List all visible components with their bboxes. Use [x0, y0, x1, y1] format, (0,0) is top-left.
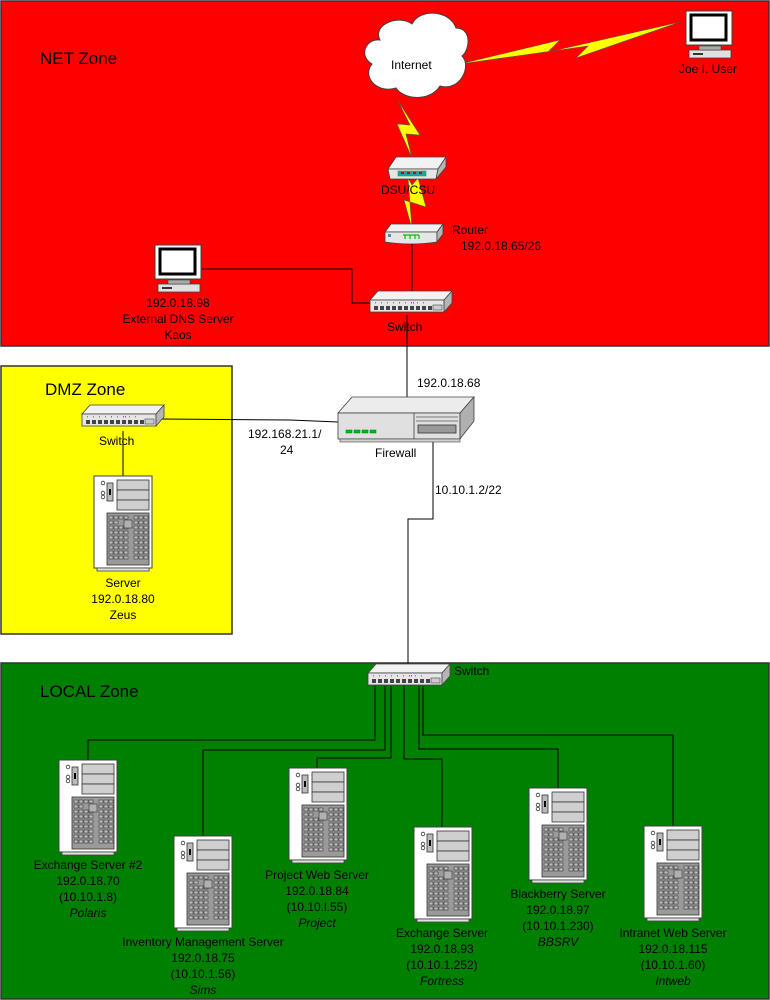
server-internal-ip: (10.10.1.8)	[59, 890, 117, 904]
server-ip: 192.0.18.70	[56, 874, 120, 888]
local-switch-label: Switch	[454, 664, 489, 678]
dmz-server-tower	[93, 475, 153, 572]
link-firewall-local-switch	[407, 442, 434, 664]
server-label: Project Web Server	[265, 868, 369, 882]
dsu-csu-device	[387, 155, 447, 180]
router-ip: 192.0.18.65/26	[461, 239, 541, 253]
link-switch-project	[316, 686, 392, 768]
server-intranet-web: Intranet Web Server 192.0.18.115 (10.10.…	[619, 825, 727, 988]
dmz-zone-title: DMZ Zone	[45, 380, 125, 399]
router-label: Router	[452, 223, 488, 237]
server-tower-icon	[173, 835, 233, 932]
firewall-label: Firewall	[375, 446, 416, 460]
firewall-device	[337, 395, 475, 443]
server-inventory: Inventory Management Server 192.0.18.75 …	[122, 835, 284, 997]
link-switch-inventory	[202, 686, 386, 836]
server-internal-ip: (10.10.1.60)	[641, 958, 706, 972]
dmz-server-ip: 192.0.18.80	[91, 592, 155, 606]
dsu-csu-label: DSU/CSU	[381, 183, 435, 197]
server-hostname: Intweb	[655, 974, 691, 988]
local-zone-title: LOCAL Zone	[40, 682, 139, 701]
server-internal-ip: (10.10.1.230)	[522, 919, 593, 933]
link-dns-switch	[202, 268, 372, 304]
link-switch-intranet	[422, 686, 674, 826]
connection-lines	[87, 244, 674, 836]
net-switch-label: Switch	[387, 320, 422, 334]
firewall-ip-dmz-1: 192.168.21.1/	[248, 427, 322, 441]
link-switch-blackberry	[418, 686, 559, 788]
net-switch-device	[369, 290, 453, 313]
server-ip: 192.0.18.93	[410, 942, 474, 956]
server-tower-icon	[58, 759, 118, 856]
server-ip: 192.0.18.84	[285, 884, 349, 898]
server-project-web: Project Web Server 192.0.18.84 (10.10.l.…	[265, 767, 369, 930]
local-switch-device	[367, 663, 451, 686]
dns-server-label: External DNS Server	[122, 312, 233, 326]
dmz-switch-device	[81, 404, 165, 427]
dmz-server-label: Server	[105, 576, 140, 590]
server-internal-ip: (10.10.l.55)	[287, 900, 348, 914]
server-exchange: Exchange Server 192.0.18.93 (10.10.1.252…	[396, 826, 488, 988]
server-blackberry: Blackberry Server 192.0.18.97 (10.10.1.2…	[510, 787, 606, 949]
dmz-switch-label: Switch	[99, 434, 134, 448]
net-zone-title: NET Zone	[40, 49, 117, 68]
firewall-ip-local: 10.10.1.2/22	[435, 483, 502, 497]
server-tower-icon	[288, 767, 348, 864]
server-hostname: Project	[298, 916, 336, 930]
link-switch-exchange2	[87, 686, 376, 760]
link-switch-exchange	[403, 686, 443, 827]
internet-label: Internet	[391, 58, 432, 72]
remote-user-label: Joe I. User	[679, 62, 737, 76]
server-internal-ip: (10.10.1.252)	[406, 958, 477, 972]
server-hostname: Sims	[190, 983, 217, 997]
dns-server-hostname: Kaos	[164, 328, 191, 342]
server-tower-icon	[413, 826, 473, 923]
server-hostname: BBSRV	[538, 935, 579, 949]
dns-server-ip: 192.0.18.98	[146, 296, 210, 310]
lightning-internet-user	[459, 21, 681, 65]
firewall-ip-dmz-2: 24	[280, 443, 294, 457]
server-label: Inventory Management Server	[122, 935, 283, 949]
server-hostname: Polaris	[70, 906, 107, 920]
server-tower-icon	[528, 787, 588, 884]
server-exchange-2: Exchange Server #2 192.0.18.70 (10.10.1.…	[34, 759, 143, 920]
server-ip: 192.0.18.115	[638, 942, 708, 956]
server-ip: 192.0.18.75	[171, 951, 235, 965]
link-firewall-dmz-switch	[159, 418, 339, 423]
server-label: Exchange Server	[396, 926, 488, 940]
server-label: Intranet Web Server	[619, 926, 726, 940]
internet-cloud: Internet	[364, 12, 469, 98]
dns-server-workstation	[153, 243, 203, 294]
remote-user-workstation	[684, 9, 734, 60]
server-label: Blackberry Server	[510, 887, 605, 901]
router-device	[384, 222, 444, 245]
server-ip: 192.0.18.97	[526, 903, 590, 917]
server-hostname: Fortress	[420, 974, 464, 988]
firewall-ip-net: 192.0.18.68	[417, 376, 481, 390]
dmz-server-hostname: Zeus	[110, 608, 137, 622]
server-internal-ip: (10.10.1.56)	[171, 967, 236, 981]
server-tower-icon	[643, 825, 703, 922]
server-label: Exchange Server #2	[34, 858, 143, 872]
